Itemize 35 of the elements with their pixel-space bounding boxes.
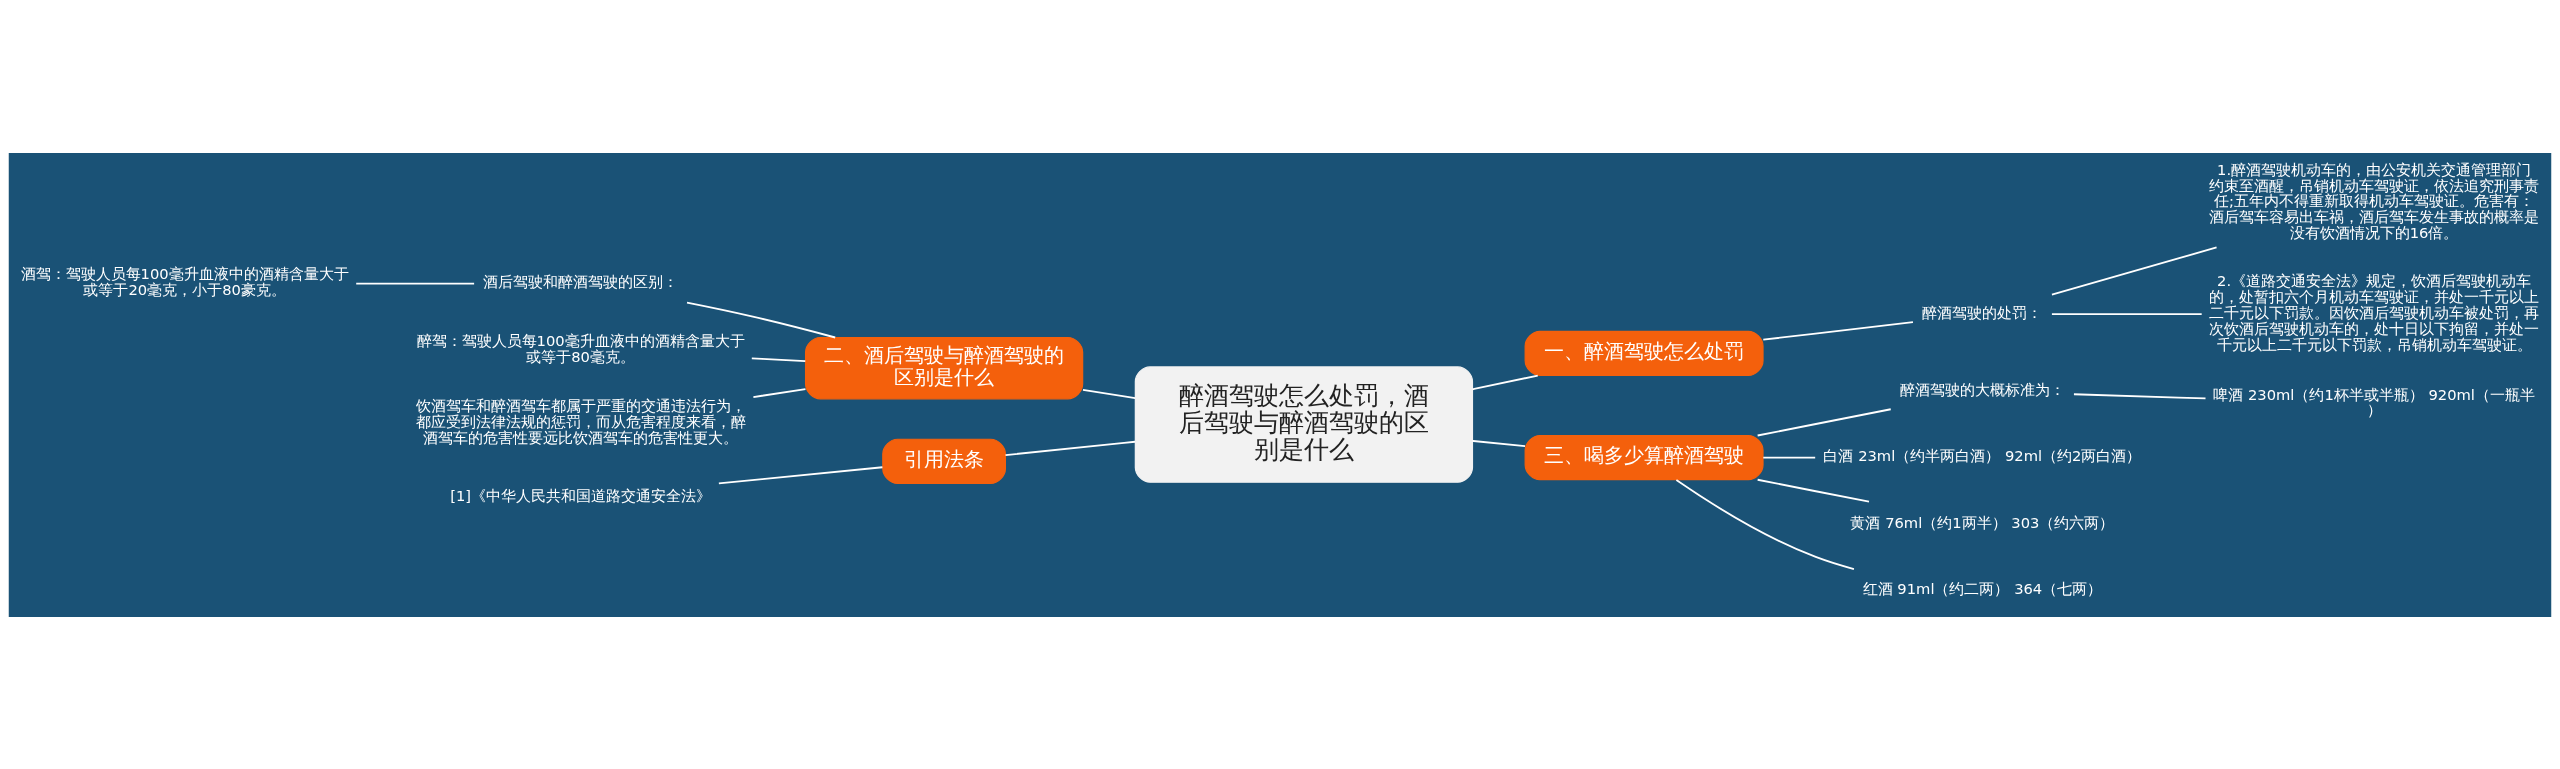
node-box: 二、酒后驾驶与醉酒驾驶的区别是什么 xyxy=(804,336,1084,399)
node-box: 醉酒驾驶怎么处罚，酒后驾驶与醉酒驾驶的区别是什么 xyxy=(1134,365,1474,483)
node-text: 醉酒驾驶的处罚： xyxy=(1922,303,2043,321)
node-text: 2.《道路交通安全法》规定，饮酒后驾驶机动车的，处暂扣六个月机动车驾驶证，并处一千元以上二千元以下罚款。因饮酒后驾驶机动车被处罚，再次饮酒后驾驶机动车的，处十日以下拘留，并处一千元以上二千元以下罚款，吊销机动车驾驶证。 xyxy=(2209,271,2540,353)
node-text: 红酒 91ml（约二两） 364（七两） xyxy=(1862,579,2103,597)
node-text: 酒后驾驶和醉酒驾驶的区别： xyxy=(483,272,679,290)
node-text: 醉驾：驾驶人员每100毫升血液中的酒精含量大于或等于80毫克。 xyxy=(416,331,745,365)
connector xyxy=(2051,246,2218,296)
node-text: [1]《中华人民共和国道路交通安全法》 xyxy=(450,486,712,504)
node-box: 一、醉酒驾驶怎么处罚 xyxy=(1524,330,1764,376)
node-text: 黄酒 76ml（约1两半） 303（约六两） xyxy=(1850,513,2115,531)
node-text: 白酒 23ml（约半两白酒） 92ml（约2两白酒） xyxy=(1823,446,2142,464)
connector xyxy=(1756,407,1892,436)
connector xyxy=(1082,388,1137,399)
node-text: 醉酒驾驶的大概标准为： xyxy=(1899,380,2065,398)
connector xyxy=(686,301,837,338)
connector xyxy=(750,357,807,362)
connector xyxy=(1762,456,1817,459)
connector xyxy=(717,465,884,484)
connector xyxy=(1675,478,1855,570)
connector xyxy=(355,282,476,284)
connector xyxy=(1004,440,1136,456)
node-text: 1.醉酒驾驶机动车的，由公安机关交通管理部门约束至酒醒，吊销机动车驾驶证，依法追究刑事责任;五年内不得重新取得机动车驾驶证。危害有：酒后驾车容易出车祸，酒后驾车发生事故的概率是没有饮酒情况下的16倍。 xyxy=(2209,160,2540,241)
node-text: 饮酒驾车和醉酒驾车都属于严重的交通违法行为，都应受到法律法规的惩罚，而从危害程度来看，醉酒驾车的危害性要远比饮酒驾车的危害性更大。 xyxy=(415,396,746,446)
connector xyxy=(2051,312,2203,315)
node-box: 三、喝多少算醉酒驾驶 xyxy=(1524,434,1764,480)
node-text: 酒驾：驾驶人员每100毫升血液中的酒精含量大于或等于20毫克，小于80豪克。 xyxy=(20,264,349,298)
connector xyxy=(1471,439,1526,447)
connector xyxy=(1756,478,1870,503)
node-text: 啤酒 230ml（约1杯半或半瓶） 920ml（一瓶半） xyxy=(2213,385,2535,418)
connector xyxy=(1762,320,1914,341)
node-box: 引用法条 xyxy=(882,438,1006,484)
connector xyxy=(2073,392,2207,399)
connector xyxy=(1471,374,1539,390)
connector xyxy=(752,387,807,398)
